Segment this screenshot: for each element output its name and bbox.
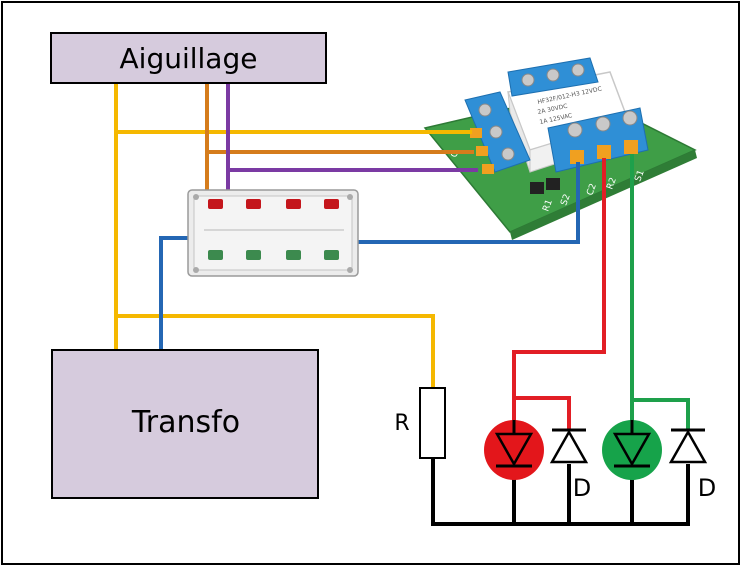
- terminal-block-left: [464, 91, 531, 174]
- wire-blue-transfo: [159, 236, 188, 350]
- wire-green-diode: [632, 398, 690, 430]
- pin-label-s2: S2: [559, 193, 572, 207]
- wire-red-diode: [514, 396, 571, 430]
- wire-red: [512, 158, 606, 430]
- pin-label-s1: S1: [633, 169, 646, 183]
- red-push-button-4: [324, 199, 339, 209]
- pin-label-r1: R1: [541, 198, 554, 213]
- board-diode-1: [530, 182, 544, 194]
- red-push-button-3: [286, 199, 301, 209]
- red-push-button-1: [208, 199, 223, 209]
- terminal-block-back: [507, 57, 599, 97]
- red-push-button-2: [246, 199, 261, 209]
- button-panel: [187, 189, 359, 277]
- resistor: R: [394, 387, 446, 459]
- pin-label-r2: R2: [605, 176, 618, 191]
- wire-blue-relay: [357, 162, 580, 244]
- wire-black-bus: [431, 458, 690, 526]
- relay-board: HF32F/012-H3 12VDC 2A 30VDC 1A 125VAC: [423, 57, 697, 240]
- transfo-box: Transfo: [51, 349, 319, 499]
- terminal-block-front: [547, 107, 649, 173]
- aiguillage-box: Aiguillage: [50, 32, 327, 84]
- transfo-label: Transfo: [131, 405, 240, 440]
- green-push-button-1: [208, 250, 223, 260]
- wire-yellow-to-resistor: [116, 314, 435, 388]
- green-push-button-3: [286, 250, 301, 260]
- resistor-label: R: [394, 411, 409, 436]
- pin-label-r: R: [459, 180, 471, 189]
- diode-right-label: D: [698, 474, 716, 502]
- aiguillage-label: Aiguillage: [120, 42, 258, 75]
- green-push-button-4: [324, 250, 339, 260]
- diode-left: D: [549, 428, 591, 502]
- diode-right: D: [668, 428, 716, 502]
- green-push-button-2: [246, 250, 261, 260]
- diode-left-label: D: [573, 474, 591, 502]
- pin-label-c2: C2: [585, 182, 599, 197]
- led-red: [484, 420, 544, 480]
- board-diode-2: [546, 178, 560, 190]
- pin-label-c: C: [449, 150, 461, 159]
- led-green: [602, 420, 662, 480]
